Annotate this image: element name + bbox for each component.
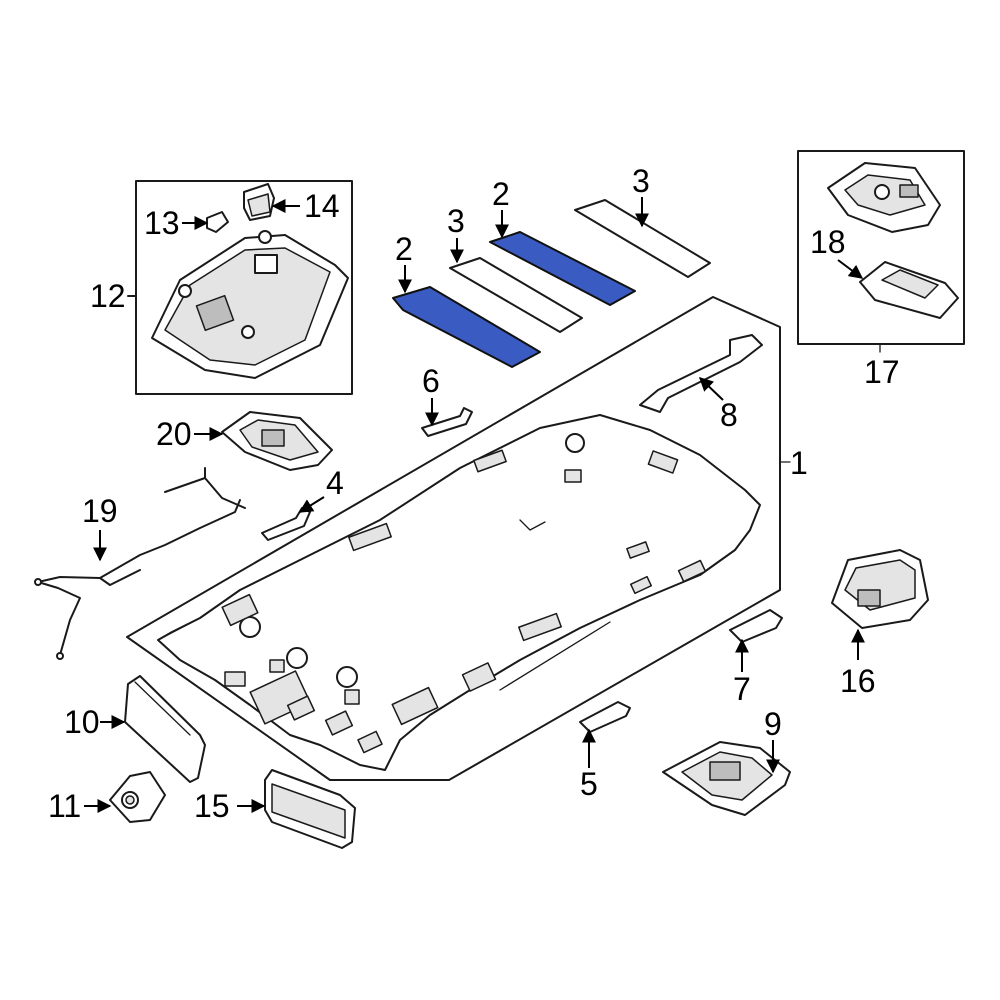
map-lamp-15[interactable] (264, 769, 356, 849)
module-9[interactable] (662, 741, 791, 816)
callout-14: 14 (304, 188, 340, 224)
callout-2-front: 2 (395, 231, 413, 267)
clip[interactable] (206, 211, 229, 233)
sunroof-panel-rear-highlighted[interactable] (489, 231, 636, 306)
callout-1: 1 (790, 445, 808, 481)
callout-17: 17 (864, 354, 900, 390)
wire-harness[interactable] (34, 467, 246, 660)
callout-labels: 1 2 2 3 3 4 5 6 7 8 9 10 11 12 13 14 15 … (48, 163, 900, 824)
overhead-console-group-box (135, 180, 353, 395)
sun-visor[interactable] (124, 675, 206, 783)
callout-6: 6 (422, 363, 440, 399)
callout-13: 13 (144, 205, 180, 241)
callout-leaders (84, 197, 865, 813)
callout-3-rear: 3 (632, 163, 650, 199)
callout-9: 9 (764, 706, 782, 742)
callout-8: 8 (720, 397, 738, 433)
callout-2-rear: 2 (492, 176, 510, 212)
overhead-console[interactable] (151, 230, 349, 379)
sunroof-panel-front-highlighted[interactable] (392, 286, 541, 368)
callout-5: 5 (580, 766, 598, 802)
callout-18: 18 (810, 224, 846, 260)
bracket-6[interactable] (421, 407, 473, 437)
visor-holder[interactable] (109, 771, 166, 823)
callout-19: 19 (82, 493, 118, 529)
callout-3-front: 3 (447, 203, 465, 239)
dome-lamp-group-box (797, 150, 965, 345)
callout-4: 4 (326, 465, 344, 501)
callout-10: 10 (64, 704, 100, 740)
bracket-8[interactable] (639, 334, 763, 413)
sunshade-panel-rear[interactable] (574, 199, 711, 278)
dome-lamp-16[interactable] (831, 549, 929, 629)
callout-20: 20 (156, 416, 192, 452)
headliner-group-outline (126, 296, 781, 781)
dome-lamp[interactable] (827, 162, 941, 233)
callout-7: 7 (733, 671, 751, 707)
sunshade-panel-front[interactable] (449, 257, 583, 333)
callout-12: 12 (90, 278, 126, 314)
callout-16: 16 (840, 663, 876, 699)
bulb[interactable] (243, 183, 275, 221)
dome-lamp-lens[interactable] (859, 261, 959, 319)
lamp-assembly-20[interactable] (221, 411, 333, 471)
headliner[interactable] (157, 414, 761, 771)
callout-11: 11 (48, 788, 81, 824)
bracket-5[interactable] (579, 701, 631, 733)
callout-15: 15 (194, 788, 230, 824)
